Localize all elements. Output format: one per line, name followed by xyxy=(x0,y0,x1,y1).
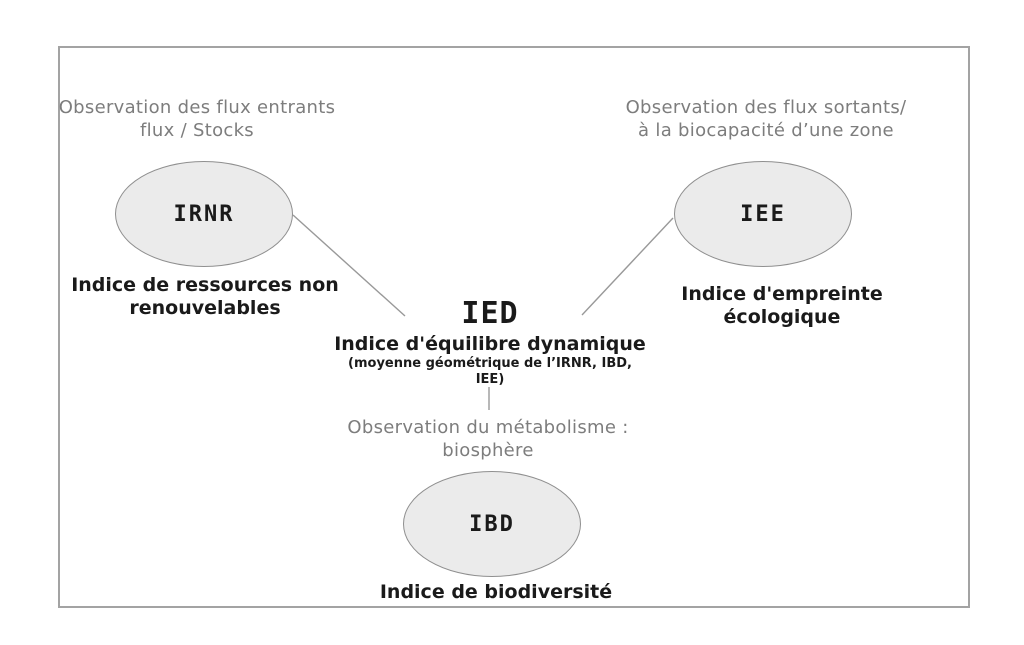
annotation-iee-line2: à la biocapacité d’une zone xyxy=(638,120,894,141)
caption-iee: Indice d'empreinte écologique xyxy=(632,283,932,329)
ied-subtitle: Indice d'équilibre dynamique xyxy=(334,333,646,355)
caption-irnr: Indice de ressources non renouvelables xyxy=(55,274,355,320)
caption-ibd: Indice de biodiversité xyxy=(346,581,646,604)
ied-note: (moyenne géométrique de l’IRNR, IBD, IEE… xyxy=(348,356,632,387)
annotation-irnr-line2: flux / Stocks xyxy=(139,120,254,141)
caption-irnr-line2: renouvelables xyxy=(129,297,281,319)
ied-title: IED xyxy=(461,296,519,331)
caption-irnr-line1: Indice de ressources non xyxy=(71,274,339,296)
diagram-frame xyxy=(58,46,970,608)
annotation-ibd-line2: biosphère xyxy=(442,440,534,461)
annotation-ibd: Observation du métabolisme : biosphère xyxy=(338,416,638,462)
ied-block: IED Indice d'équilibre dynamique (moyenn… xyxy=(334,296,646,388)
caption-iee-line1: Indice d'empreinte écologique xyxy=(681,283,883,328)
node-iee: IEE xyxy=(674,161,852,267)
annotation-iee: Observation des flux sortants/ à la bioc… xyxy=(616,96,916,142)
annotation-irnr: Observation des flux entrants flux / Sto… xyxy=(47,96,347,142)
annotation-irnr-line1: Observation des flux entrants xyxy=(58,97,336,118)
caption-ibd-line1: Indice de biodiversité xyxy=(379,581,613,603)
node-iee-label: IEE xyxy=(740,201,786,227)
node-irnr-label: IRNR xyxy=(173,201,235,227)
node-ibd: IBD xyxy=(403,471,581,577)
node-irnr: IRNR xyxy=(115,161,293,267)
annotation-ibd-line1: Observation du métabolisme : xyxy=(347,417,629,438)
annotation-iee-line1: Observation des flux sortants/ xyxy=(625,97,907,118)
node-ibd-label: IBD xyxy=(469,511,515,537)
